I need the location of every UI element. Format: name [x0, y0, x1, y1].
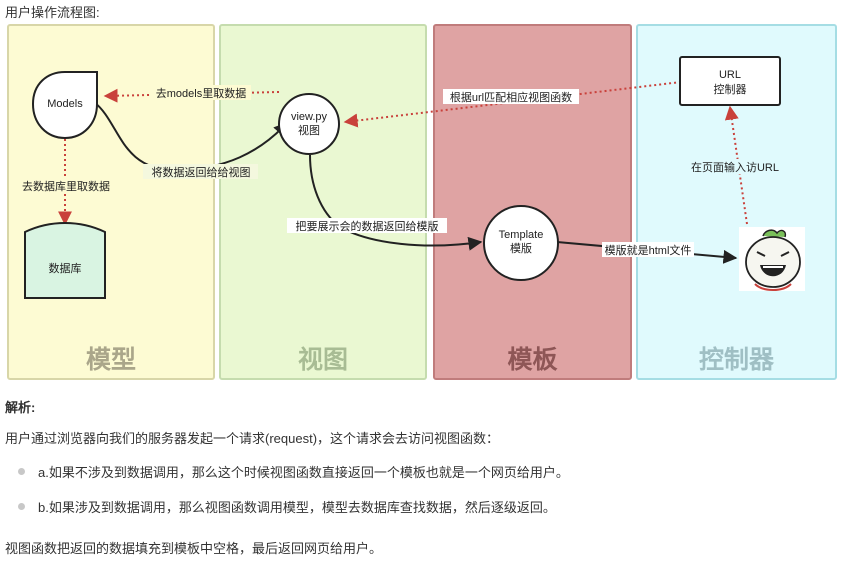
panel-label-controller: 控制器: [698, 345, 774, 374]
analysis-intro: 用户通过浏览器向我们的服务器发起一个请求(request)，这个请求会去访问视图…: [5, 431, 500, 446]
url-label-line1: URL: [719, 69, 741, 81]
models-label: Models: [47, 98, 83, 110]
analysis-title: 解析:: [5, 400, 36, 415]
panel-view: 视图: [219, 24, 427, 380]
panel-label-model: 模型: [85, 345, 136, 374]
database-node: [24, 222, 106, 299]
template-label-line2: 模版: [510, 241, 532, 255]
edge-label-bg: [287, 218, 447, 233]
edge-label-bg: [689, 159, 782, 174]
edge-label-get-from-models: 去models里取数据: [156, 86, 246, 100]
edge-label-bg: [151, 85, 251, 100]
edge-controller-to-view: [343, 81, 682, 128]
url-controller-node: [679, 56, 781, 106]
edge-label-bg: [19, 178, 113, 193]
edge-label-match-view: 根据url匹配相应视图函数: [450, 90, 572, 104]
edge-label-template-html: 模版就是html文件: [605, 243, 692, 257]
page-title: 用户操作流程图:: [5, 5, 100, 20]
bullet-dot-icon: [18, 468, 25, 475]
panel-template: 模板: [433, 24, 632, 380]
list-item: b.如果涉及到数据调用，那么视图函数调用模型，模型去数据库查找数据，然后逐级返回…: [18, 497, 556, 516]
edge-label-return-to-view: 将数据返回给给视图: [152, 165, 251, 179]
edge-view-to-models: [103, 88, 280, 103]
template-node: [483, 205, 559, 281]
url-label-line2: 控制器: [714, 82, 747, 96]
analysis-conclusion: 视图函数把返回的数据填充到模板中空格，最后返回网页给用户。: [5, 541, 383, 556]
view-node: [278, 93, 340, 155]
template-label-line1: Template: [499, 229, 544, 241]
models-node: [31, 71, 98, 140]
panel-label-template: 模板: [507, 345, 558, 374]
edge-label-get-from-db: 去数据库里取数据: [22, 179, 110, 193]
list-item-text: a.如果不涉及到数据调用，那么这个时候视图函数直接返回一个模板也就是一个网页给用…: [38, 465, 569, 480]
database-label: 数据库: [49, 261, 82, 275]
bullet-dot-icon: [18, 503, 25, 510]
edge-label-bg: [602, 242, 694, 257]
edge-label-return-to-template: 把要展示会的数据返回给模版: [296, 219, 439, 233]
laughing-face-icon: [739, 227, 805, 291]
mvc-flow-diagram: 模型 视图 模板 控制器 去: [5, 22, 839, 384]
edge-models-to-view: [93, 101, 288, 172]
edge-label-bg: [443, 89, 579, 104]
edge-label-bg: [143, 164, 258, 179]
list-item-text: b.如果涉及到数据调用，那么视图函数调用模型，模型去数据库查找数据，然后逐级返回…: [38, 500, 556, 515]
panel-label-view: 视图: [297, 345, 348, 374]
view-label-line2: 视图: [298, 123, 320, 137]
edge-label-enter-url: 在页面输入访URL: [691, 160, 779, 174]
view-label-line1: view.py: [291, 111, 328, 123]
diagram-canvas: 去models里取数据 去数据库里取数据 将数据返回给给视图 把要展示会的数据返…: [19, 56, 805, 299]
list-item: a.如果不涉及到数据调用，那么这个时候视图函数直接返回一个模板也就是一个网页给用…: [18, 462, 569, 481]
